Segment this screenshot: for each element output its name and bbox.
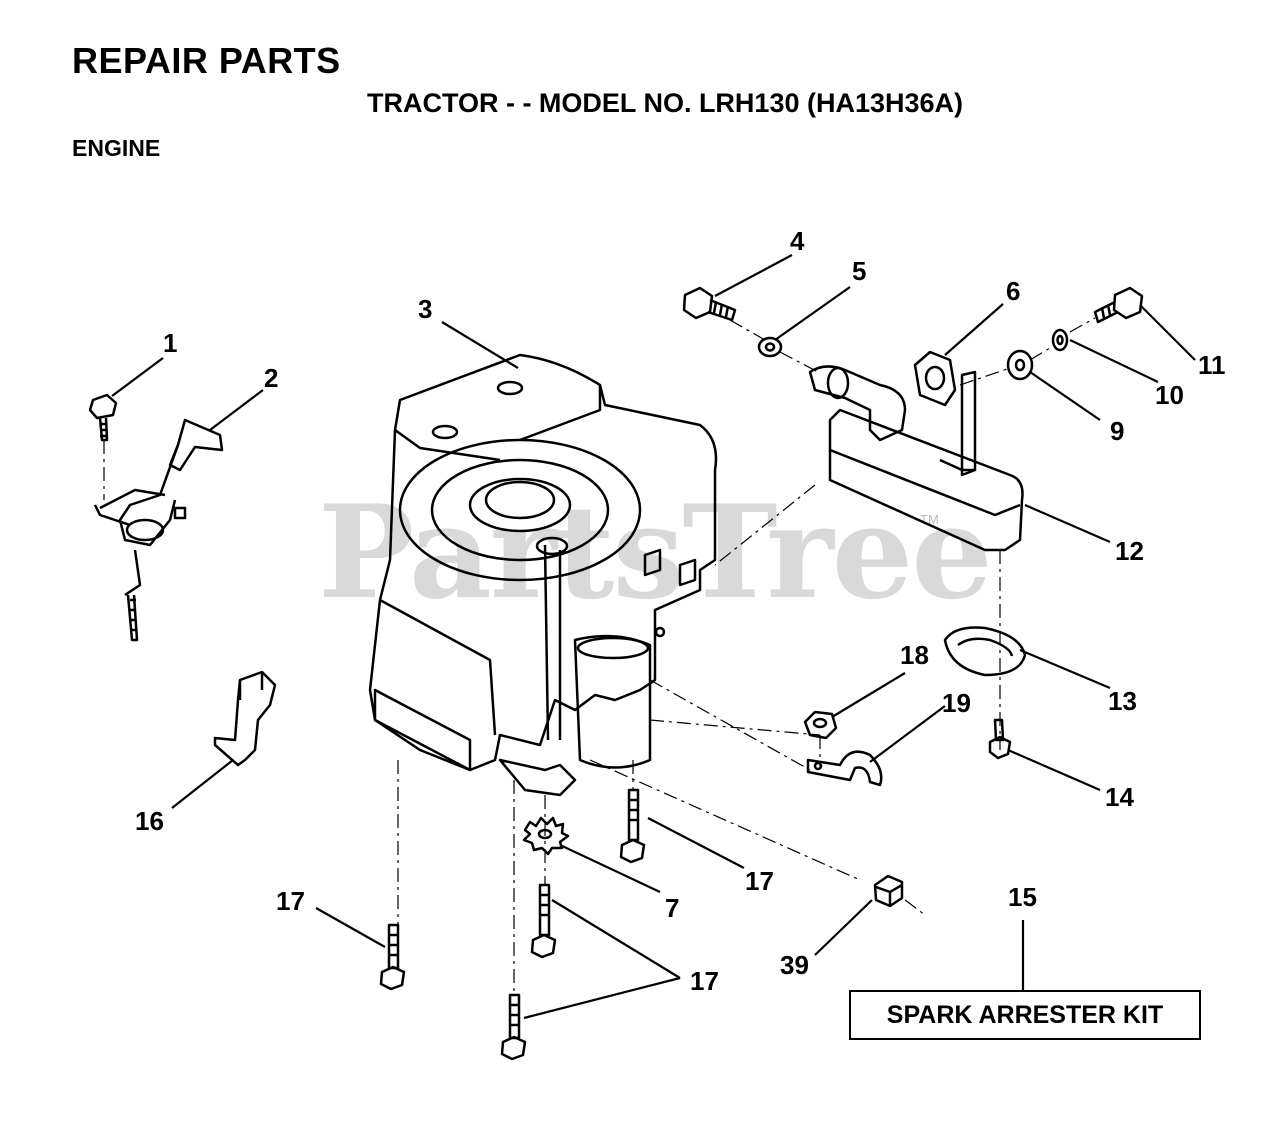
bolt-4-part[interactable] — [682, 286, 737, 322]
bolt-11-part[interactable] — [1093, 286, 1144, 324]
nut-18-part[interactable] — [803, 710, 838, 740]
engine-part[interactable] — [368, 353, 718, 797]
callout-19: 19 — [942, 688, 971, 718]
callout-6: 6 — [1006, 276, 1021, 306]
callout-7: 7 — [665, 893, 680, 923]
callout-14: 14 — [1105, 782, 1134, 812]
callout-1: 1 — [163, 328, 178, 358]
callout-11: 11 — [1198, 350, 1226, 380]
callout-17-right: 17 — [745, 866, 774, 896]
gasket-6-part[interactable] — [913, 350, 957, 407]
nut-39-part[interactable] — [873, 874, 904, 908]
callout-18: 18 — [900, 640, 929, 670]
muffler-12-part[interactable] — [808, 365, 1024, 552]
callout-2: 2 — [264, 363, 279, 393]
clamp-19-part[interactable] — [806, 750, 883, 787]
callout-10: 10 — [1155, 380, 1184, 410]
callout-4: 4 — [790, 226, 805, 256]
throttle-control-part[interactable] — [93, 418, 224, 642]
bolt-17-left-part[interactable] — [379, 923, 406, 991]
page-title: REPAIR PARTS — [72, 40, 341, 81]
spark-arrester-kit-label[interactable]: SPARK ARRESTER KIT — [849, 990, 1201, 1040]
callout-5: 5 — [852, 256, 867, 286]
callout-17-group: 17 — [690, 966, 719, 996]
lockwasher-10-part[interactable] — [1051, 328, 1069, 352]
bolt-17-bottom-part[interactable] — [500, 993, 527, 1061]
washer-5-part[interactable] — [757, 336, 783, 358]
callout-13: 13 — [1108, 686, 1137, 716]
model-subtitle: TRACTOR - - MODEL NO. LRH130 (HA13H36A) — [366, 88, 964, 118]
callout-17-left: 17 — [276, 886, 305, 916]
callout-39: 39 — [780, 950, 809, 980]
bracket-16-part[interactable] — [213, 670, 277, 767]
callout-12: 12 — [1115, 536, 1144, 566]
callout-15: 15 — [1008, 882, 1037, 912]
callout-9: 9 — [1110, 416, 1125, 446]
screen-13-part[interactable] — [943, 626, 1027, 677]
bolt-17-mid-part[interactable] — [530, 883, 557, 959]
callout-16: 16 — [135, 806, 164, 836]
bolt-1-part[interactable] — [88, 393, 118, 442]
washer-9-part[interactable] — [1006, 349, 1034, 381]
callout-3: 3 — [418, 294, 433, 324]
starwasher-7-part[interactable] — [522, 816, 570, 856]
section-heading: ENGINE — [72, 135, 161, 161]
bolt-17-right-part[interactable] — [619, 788, 646, 864]
